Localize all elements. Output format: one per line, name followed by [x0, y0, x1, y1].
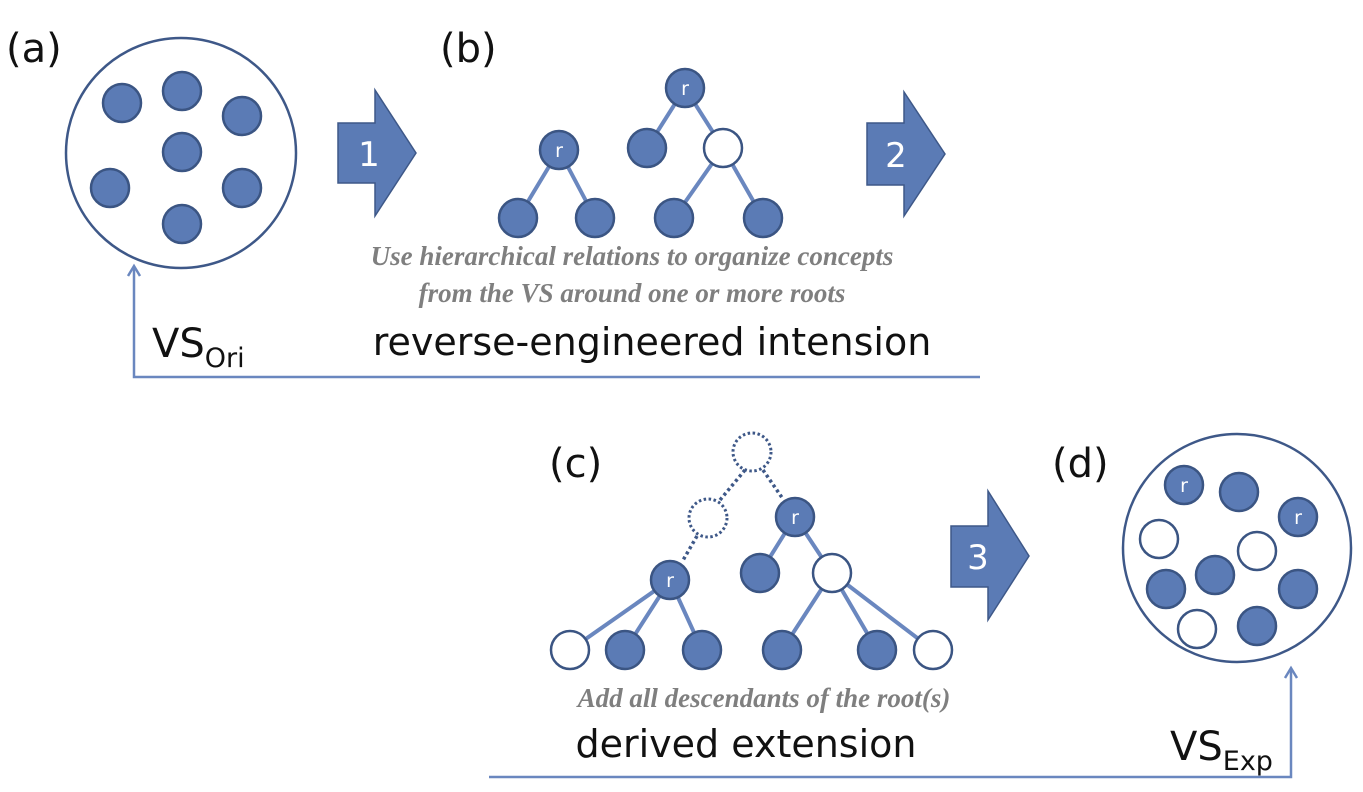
root-node	[538, 129, 580, 171]
vs-expanded-base: VS	[1170, 724, 1223, 770]
new-concept-node	[811, 552, 853, 594]
concept-node	[1236, 605, 1278, 647]
new-concept-node	[1176, 608, 1218, 650]
excluded-ancestor-edge	[680, 535, 699, 563]
root-marker: r	[666, 570, 674, 592]
new-concept-node	[1138, 518, 1180, 560]
step-2-note-line-2: from the VS around one or more roots	[419, 278, 846, 308]
concept-node	[89, 167, 131, 209]
concept-node	[1277, 568, 1319, 610]
intension-tree-left: r	[497, 129, 616, 239]
step-2-note-line-1: Use hierarchical relations to organize c…	[371, 241, 894, 271]
concept-node	[761, 629, 803, 671]
concept-node	[604, 629, 646, 671]
vs-expanded-subscript: Exp	[1223, 746, 1273, 777]
arrow-shape	[866, 89, 946, 219]
root-marker: r	[555, 140, 563, 162]
excluded-ancestor-node	[731, 431, 773, 473]
extension-to-vs-expanded-connector	[489, 665, 1299, 779]
root-node	[774, 496, 816, 538]
step-1-arrow: 1	[337, 87, 417, 219]
vs-original-subscript: Ori	[205, 343, 245, 374]
panel-b-label: (b)	[440, 26, 497, 72]
extension-tree: r r	[549, 431, 954, 671]
new-concept-node	[912, 629, 954, 671]
excluded-ancestor-node	[687, 497, 729, 539]
excluded-ancestor-edge	[718, 468, 747, 502]
extension-caption: derived extension	[576, 722, 917, 766]
root-node	[664, 67, 706, 109]
vs-expanded-concepts	[1138, 464, 1319, 650]
root-marker: r	[791, 507, 799, 529]
root-marker: r	[681, 78, 689, 100]
excluded-ancestor-edge	[761, 469, 785, 500]
concept-node	[1218, 471, 1260, 513]
vs-original-label: VSOri	[152, 321, 245, 374]
panel-c-label: (c)	[549, 441, 602, 487]
vs-original-concepts	[89, 70, 263, 245]
concept-node	[161, 70, 203, 112]
root-node	[1277, 496, 1319, 538]
step-2-arrow: 2	[866, 89, 946, 219]
root-node	[649, 559, 691, 601]
concept-node	[221, 167, 263, 209]
panel-a-label: (a)	[6, 26, 62, 72]
panel-d-label: (d)	[1052, 441, 1109, 487]
concept-node	[1194, 554, 1236, 596]
concept-node	[1145, 568, 1187, 610]
intension-to-vs-original-connector	[126, 263, 980, 379]
intension-caption: reverse-engineered intension	[373, 320, 932, 364]
concept-node	[653, 197, 695, 239]
concept-node	[681, 629, 723, 671]
concept-node	[742, 197, 784, 239]
connector-line	[489, 669, 1293, 779]
tree-edge	[568, 578, 672, 652]
root-node	[1163, 464, 1205, 506]
tree-edge	[830, 571, 935, 652]
step-1-number: 1	[358, 135, 380, 175]
concept-node	[101, 82, 143, 124]
new-concept-node	[549, 629, 591, 671]
step-3-number: 3	[967, 538, 989, 578]
step-3-note: Add all descendants of the root(s)	[576, 683, 951, 713]
vs-original-base: VS	[152, 321, 205, 367]
new-concept-node	[1236, 530, 1278, 572]
intension-tree-right: r	[626, 67, 784, 239]
concept-node	[161, 131, 203, 173]
connector-arrowhead	[1283, 665, 1299, 679]
concept-node	[739, 552, 781, 594]
connector-arrowhead	[126, 263, 142, 277]
root-marker: r	[1180, 475, 1188, 497]
concept-node	[574, 197, 616, 239]
connector-line	[132, 267, 980, 379]
step-2-number: 2	[885, 136, 907, 176]
concept-node	[161, 203, 203, 245]
new-concept-node	[702, 127, 744, 169]
arrow-shape	[337, 87, 417, 219]
step-3-arrow: 3	[950, 488, 1030, 623]
concept-node	[221, 95, 263, 137]
arrow-shape	[950, 488, 1030, 623]
vs-expanded-label: VSExp	[1170, 724, 1273, 777]
concept-node	[497, 197, 539, 239]
concept-node	[626, 127, 668, 169]
root-marker: r	[1294, 507, 1302, 529]
concept-node	[856, 629, 898, 671]
